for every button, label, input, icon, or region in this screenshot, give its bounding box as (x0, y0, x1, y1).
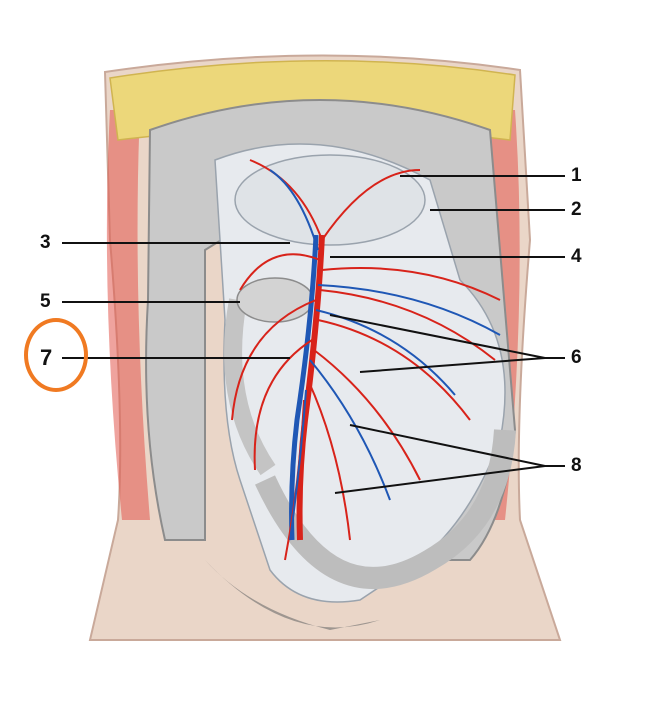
label-2: 2 (571, 199, 582, 220)
superior-mesenteric-artery (296, 234, 325, 541)
label-1: 1 (571, 165, 582, 186)
left-muscle-band (106, 110, 150, 520)
duodenum-loop (236, 277, 314, 323)
label-4: 4 (571, 246, 582, 267)
label-8: 8 (571, 455, 582, 476)
superior-mesenteric-vein (289, 234, 319, 541)
arterial-branches (231, 159, 501, 561)
stomach-loop (234, 154, 426, 246)
label-3: 3 (40, 232, 51, 253)
mesentery (214, 143, 506, 603)
label-5: 5 (40, 291, 51, 312)
small-intestine-loops (255, 429, 516, 589)
highlight-circle (24, 318, 88, 392)
label-6: 6 (571, 347, 582, 368)
leader-lines (62, 175, 565, 494)
